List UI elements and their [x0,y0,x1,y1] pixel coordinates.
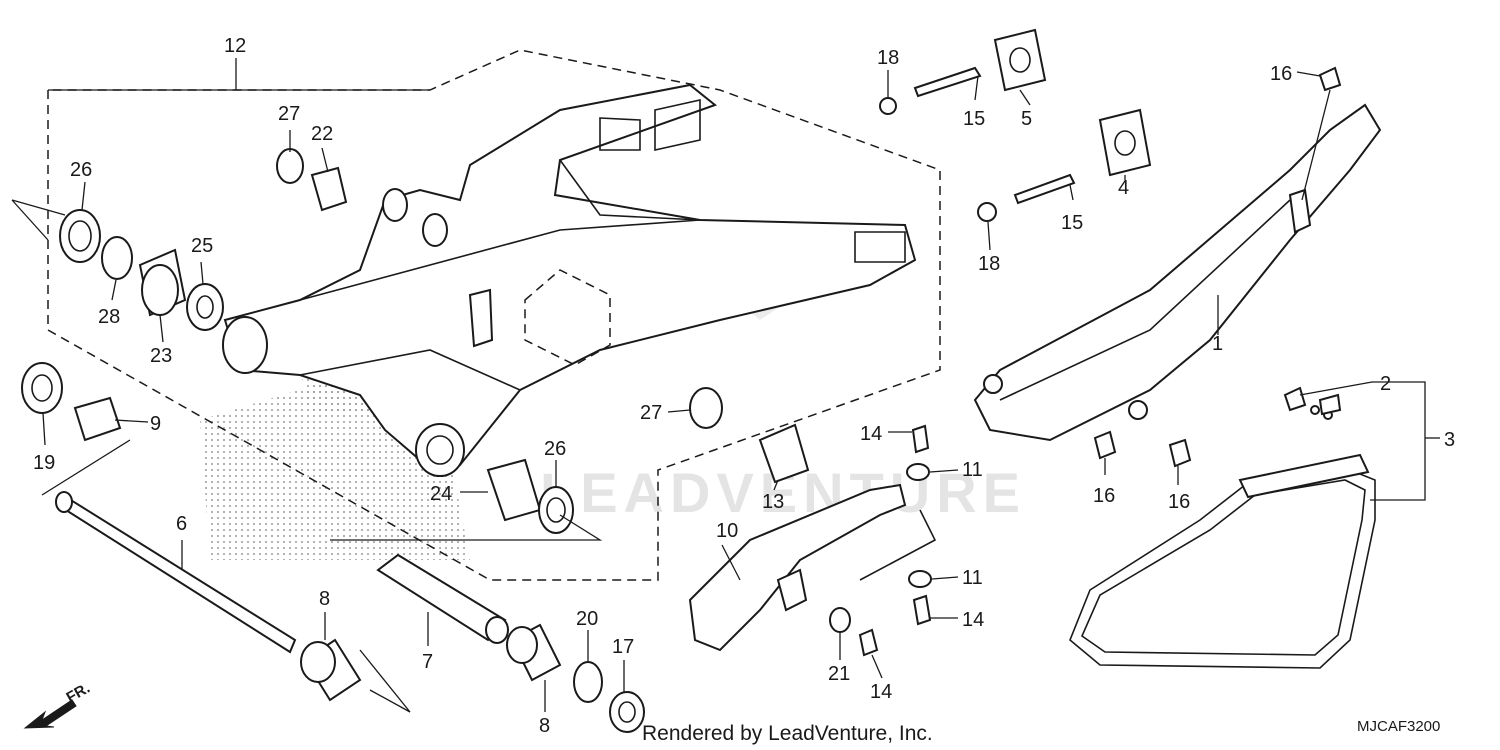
callout-1: 1 [1212,333,1223,355]
part-4-adjuster [1098,108,1152,177]
part-16-bolt-right [1168,438,1192,468]
callout-26: 26 [70,159,92,181]
front-direction-arrow: FR. [23,680,93,729]
callout-labels: 12 27 22 26 25 28 23 19 9 18 15 5 4 15 1… [33,35,1455,737]
callout-24: 24 [430,483,452,505]
callout-27: 27 [278,103,300,125]
part-1-chain-case [973,103,1382,442]
swingarm [222,83,917,477]
part-14-bolt-top [911,424,930,454]
part-9-spring [73,396,122,442]
part-24-bearing [486,458,542,522]
callout-10: 10 [716,520,738,542]
callout-11: 11 [962,567,983,589]
part-26-seal [59,209,101,263]
part-16-bolt-left [1093,430,1117,460]
callout-14: 14 [860,423,882,445]
callout-26: 26 [544,438,566,460]
part-17-nut [609,691,645,733]
part-11-collar-top [906,463,930,481]
part-15-bolt-lower [1013,173,1076,205]
part-3-drive-chain [1069,469,1376,669]
callout-5: 5 [1021,108,1032,130]
part-18-nut-top [879,97,897,115]
callout-9: 9 [150,413,161,435]
part-14-bolt-right [912,594,932,626]
callout-23: 23 [150,345,172,367]
arrow-icon [23,699,77,729]
callout-13: 13 [762,491,784,513]
part-13-collar [758,423,810,484]
part-16-bolt-top [1318,66,1342,92]
callout-12: 12 [224,35,246,57]
callout-4: 4 [1118,177,1129,199]
part-10-chain-slider [688,483,907,652]
callout-16: 16 [1168,491,1190,513]
callout-27: 27 [640,402,662,424]
callout-25: 25 [191,235,213,257]
callout-2: 2 [1380,373,1391,395]
part-18-nut-lower [977,202,997,222]
part-25-bearing [186,283,224,331]
group-box-12 [47,49,941,581]
part-21-collar [829,607,851,633]
part-5-adjuster [993,28,1047,92]
callout-14: 14 [870,681,892,703]
callout-8: 8 [539,715,550,737]
callout-3: 3 [1444,429,1455,451]
callout-20: 20 [576,608,598,630]
callout-21: 21 [828,663,850,685]
callout-14: 14 [962,609,984,631]
callout-17: 17 [612,636,634,658]
callout-7: 7 [422,651,433,673]
callout-16: 16 [1093,485,1115,507]
part-26-seal-right [538,486,574,534]
callout-22: 22 [311,123,333,145]
callout-19: 19 [33,452,55,474]
part-27-seal-right [689,387,723,429]
part-19-nut [21,362,63,414]
part-27-seal-top [276,148,304,184]
part-28-clip [101,236,133,280]
callout-16: 16 [1270,63,1292,85]
credit-text: Rendered by LeadVenture, Inc. [642,722,933,745]
callout-15: 15 [963,108,985,130]
callout-8: 8 [319,588,330,610]
callout-18: 18 [877,47,899,69]
leader-lines [11,70,1440,713]
part-11-collar-bottom [908,570,932,588]
callout-18: 18 [978,253,1000,275]
part-20-washer [573,661,603,703]
part-14-bolt-bottom [858,628,879,657]
callout-28: 28 [98,306,120,328]
part-22-bearing [310,166,348,212]
diagram-code: MJCAF3200 [1357,718,1440,735]
part-15-bolt-top [913,66,982,98]
part-2-chain-joint [1283,386,1307,412]
callout-15: 15 [1061,212,1083,234]
callout-6: 6 [176,513,187,535]
callout-11: 11 [962,459,983,481]
